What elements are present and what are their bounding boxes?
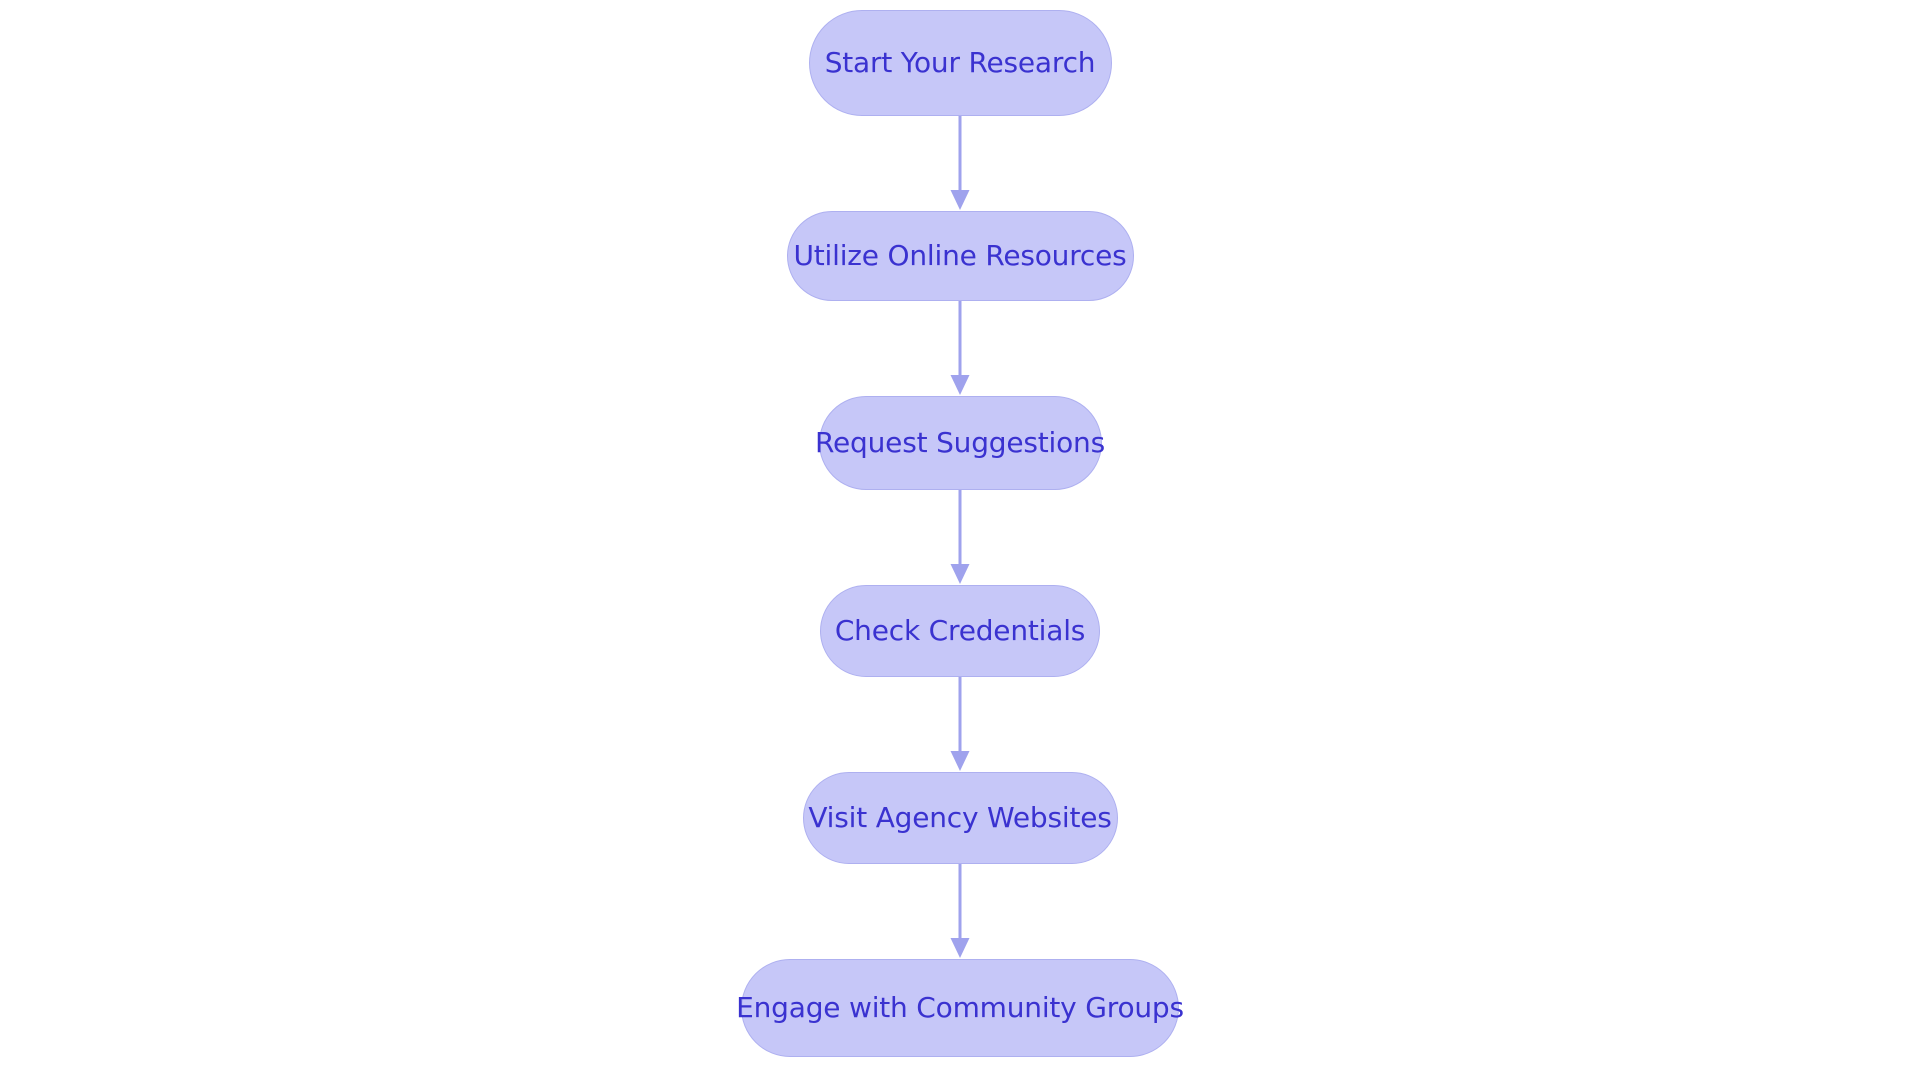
node-label: Request Suggestions [815,426,1105,459]
node-label: Utilize Online Resources [793,239,1127,272]
flowchart-arrow-3 [940,490,980,585]
node-label: Check Credentials [834,614,1086,647]
node-label: Start Your Research [824,46,1096,79]
flowchart-node-row: Engage with Community Groups [0,959,1920,1057]
flowchart-node-row: Request Suggestions [0,396,1920,490]
node-label: Engage with Community Groups [736,991,1184,1024]
flowchart-arrow-4 [940,677,980,772]
flowchart-node-engage-with-community-groups[interactable]: Engage with Community Groups [736,959,1184,1057]
top-spacer [0,0,1920,10]
flowchart-node-request-suggestions[interactable]: Request Suggestions [815,396,1105,490]
flowchart-node-visit-agency-websites[interactable]: Visit Agency Websites [802,772,1118,864]
flowchart-node-row: Check Credentials [0,585,1920,677]
flowchart-arrow-5 [940,864,980,959]
flowchart-node-row: Utilize Online Resources [0,211,1920,301]
flowchart-arrow-2 [940,301,980,396]
flowchart-node-row: Start Your Research [0,10,1920,116]
flowchart-node-utilize-online-resources[interactable]: Utilize Online Resources [786,211,1134,301]
flowchart-node-row: Visit Agency Websites [0,772,1920,864]
flowchart-arrow-1 [940,116,980,211]
flowchart-node-check-credentials[interactable]: Check Credentials [820,585,1100,677]
node-label: Visit Agency Websites [808,801,1112,834]
flowchart-node-start-your-research[interactable]: Start Your Research [808,10,1112,116]
